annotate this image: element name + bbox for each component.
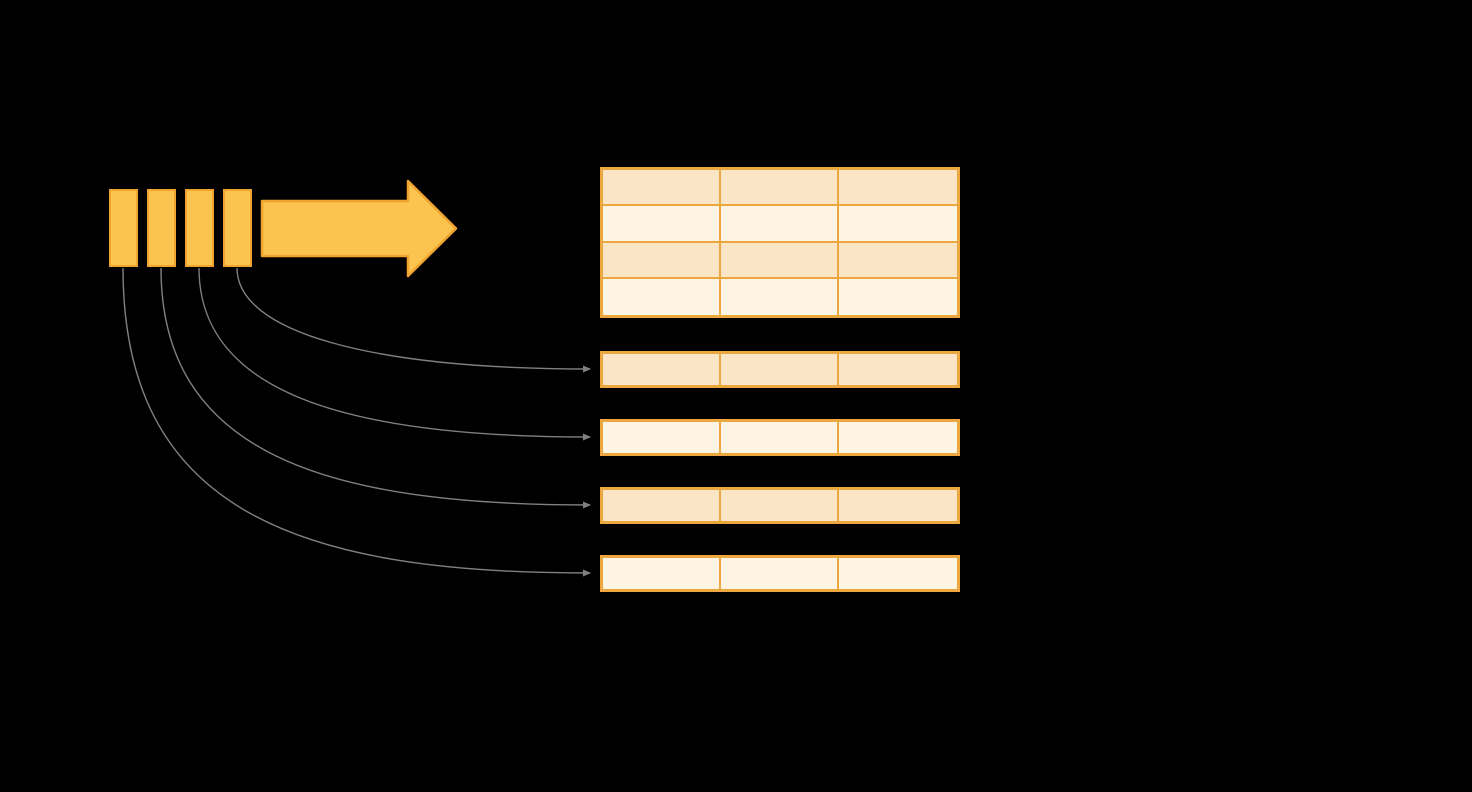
table-cell [721,354,839,385]
table-cell [721,242,839,279]
main-table [600,167,960,318]
record-stack [109,189,252,267]
connector-arrow-4 [122,267,591,577]
connector-arrow-2 [198,267,591,441]
table-cell [603,422,721,453]
table-cell [721,206,839,243]
table-cell [721,558,839,589]
table-cell [839,206,957,243]
table-cell [603,558,721,589]
connector-arrow-3 [160,267,591,509]
table-cell [603,278,721,315]
table-cell [839,422,957,453]
table-cell [721,422,839,453]
table-cell [603,242,721,279]
flow-arrow-icon [260,179,458,278]
table-cell [721,170,839,207]
record-segment-icon [147,189,176,267]
table-cell [721,278,839,315]
connector-arrows [122,267,591,577]
table-cell [839,170,957,207]
record-segment-icon [109,189,138,267]
row-table-1 [600,351,960,388]
table-cell [603,170,721,207]
row-table-3 [600,487,960,524]
row-table-4 [600,555,960,592]
connector-arrow-1 [236,267,591,373]
table-cell [721,490,839,521]
table-cell [839,278,957,315]
table-cell [603,354,721,385]
table-cell [839,558,957,589]
table-cell [839,242,957,279]
record-segment-icon [223,189,252,267]
row-table-2 [600,419,960,456]
table-cell [603,490,721,521]
record-segment-icon [185,189,214,267]
table-cell [839,354,957,385]
table-cell [603,206,721,243]
table-cell [839,490,957,521]
